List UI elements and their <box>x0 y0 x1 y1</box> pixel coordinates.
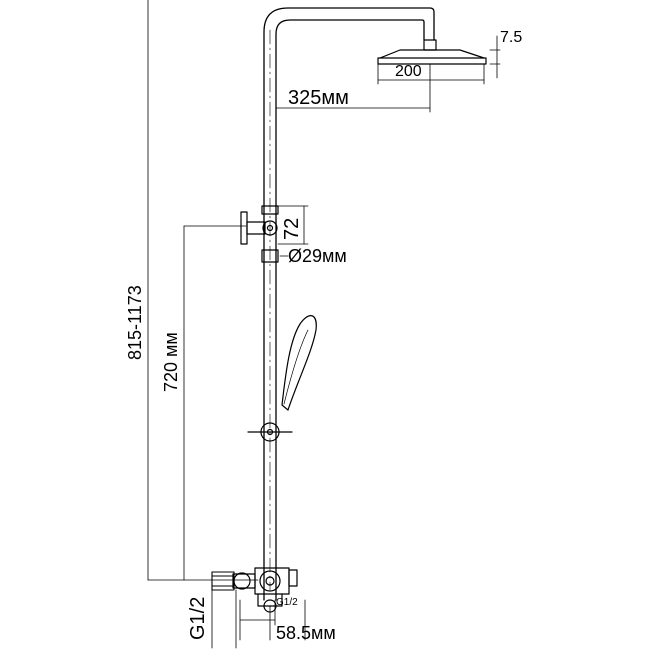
inlet-thread-label: G1/2 <box>187 596 209 640</box>
shower-pipe <box>263 7 435 601</box>
head-thickness-label: 7.5 <box>500 29 523 46</box>
arm-reach-label: 325мм <box>288 87 349 109</box>
total-height-label: 815-1173 <box>125 285 145 360</box>
outlet-offset-label: 58.5мм <box>276 623 336 643</box>
inlet-height-label: 720 мм <box>161 332 181 392</box>
outlet-thread-small-label: G1/2 <box>276 597 298 608</box>
dimension-lines <box>147 0 501 649</box>
hand-shower <box>281 315 317 411</box>
head-width-label: 200 <box>395 63 422 80</box>
diverter-valve <box>240 205 279 245</box>
holder-spacing-label: 72 <box>281 217 303 240</box>
inlet-connector <box>211 571 235 591</box>
pipe-diameter-label: Ø29мм <box>288 246 347 266</box>
pipe-clamp <box>261 249 279 263</box>
rain-shower-head <box>377 39 487 65</box>
slide-holder <box>247 422 293 442</box>
